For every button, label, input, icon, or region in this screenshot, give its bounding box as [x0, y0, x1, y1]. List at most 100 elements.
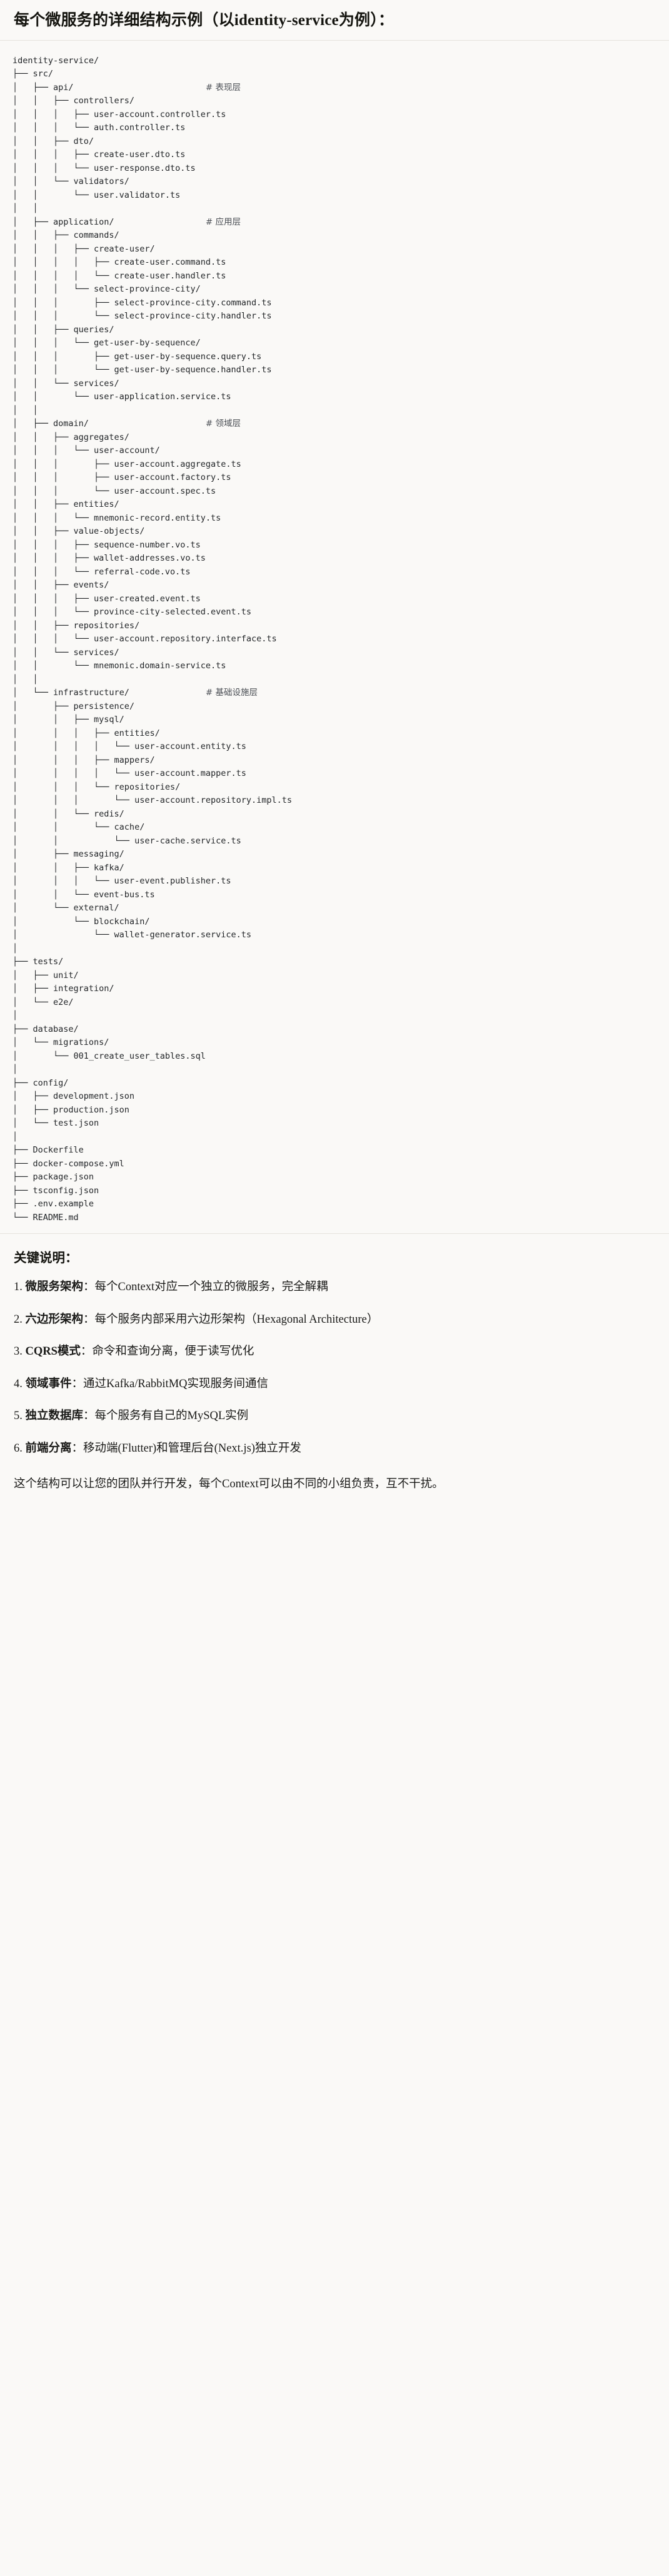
tree-line: │ ├── persistence/ [13, 701, 135, 711]
key-note-number: 5. [14, 1410, 23, 1423]
tree-line: │ │ ├── queries/ [13, 324, 114, 335]
key-note-description: 每个服务有自己的MySQL实例 [94, 1410, 249, 1423]
tree-line: │ │ ├── aggregates/ [13, 432, 129, 442]
key-note-description: 每个服务内部采用六边形架构（Hexagonal Architecture） [94, 1313, 379, 1326]
tree-line: │ │ └── validators/ [13, 176, 129, 187]
tree-line: │ │ │ └── province-city-selected.event.t… [13, 607, 252, 618]
tree-line: ├── Dockerfile [13, 1145, 84, 1156]
tree-line: │ ├── integration/ [13, 984, 114, 994]
tree-line: │ │ │ ├── select-province-city.command.t… [13, 297, 272, 308]
tree-line: │ │ └── user-application.service.ts [13, 392, 231, 402]
tree-line: │ [13, 1011, 18, 1021]
tree-line: │ │ ├── entities/ [13, 499, 119, 510]
tree-line: │ └── wallet-generator.service.ts [13, 930, 252, 940]
key-note-description: 每个Context对应一个独立的微服务，完全解耦 [94, 1281, 328, 1293]
tree-line: │ │ │ └── user-account.spec.ts [13, 486, 216, 496]
tree-line: │ │ [13, 203, 38, 214]
key-note-term: 微服务架构 [25, 1281, 84, 1293]
tree-line: │ │ │ └── user-account/ [13, 445, 160, 456]
tree-line: │ │ │ ├── create-user/ [13, 243, 155, 254]
tree-line: │ │ │ ├── get-user-by-sequence.query.ts [13, 351, 262, 362]
tree-line: │ [13, 1131, 18, 1142]
tree-line: │ │ └── mnemonic.domain-service.ts [13, 661, 226, 671]
tree-line: │ │ ├── commands/ [13, 230, 119, 241]
tree-line: │ │ │ ├── wallet-addresses.vo.ts [13, 553, 206, 564]
tree-line: │ │ │ ├── entities/ [13, 728, 160, 738]
tree-line: │ │ ├── repositories/ [13, 620, 140, 631]
tree-line: ├── tsconfig.json [13, 1185, 99, 1196]
tree-line: │ │ │ └── user-event.publisher.ts [13, 876, 231, 887]
document-page: 每个微服务的详细结构示例（以identity-service为例）： ident… [0, 12, 669, 1508]
tree-line: │ │ │ └── select-province-city.handler.t… [13, 311, 272, 322]
tree-line: │ │ [13, 674, 38, 685]
tree-line: │ └── e2e/ [13, 997, 74, 1007]
tree-line: ├── package.json [13, 1172, 94, 1183]
tree-line: │ └── test.json [13, 1118, 99, 1129]
key-note-term: 六边形架构 [25, 1313, 84, 1326]
tree-line: │ [13, 1064, 18, 1075]
code-block: identity-service/ ├── src/ │ ├── api/ # … [0, 40, 669, 1234]
key-note-separator: ： [83, 1281, 95, 1293]
tree-line: │ │ │ ├── user-account.controller.ts [13, 109, 226, 120]
key-note-item: 2. 六边形架构：每个服务内部采用六边形架构（Hexagonal Archite… [14, 1311, 655, 1330]
tree-line: │ │ │ └── mnemonic-record.entity.ts [13, 512, 221, 523]
tree-line: │ │ └── event-bus.ts [13, 889, 155, 900]
key-note-item: 4. 领域事件：通过Kafka/RabbitMQ实现服务间通信 [14, 1375, 655, 1394]
tree-line: │ │ │ └── select-province-city/ [13, 284, 201, 295]
tree-line: │ │ │ │ ├── create-user.command.ts [13, 257, 226, 268]
key-note-item: 5. 独立数据库：每个服务有自己的MySQL实例 [14, 1407, 655, 1426]
tree-line: │ │ ├── controllers/ [13, 96, 135, 106]
tree-line: │ └── external/ [13, 903, 119, 914]
tree-line: │ │ │ │ └── create-user.handler.ts [13, 270, 226, 281]
tree-line: │ │ │ ├── user-account.factory.ts [13, 472, 231, 483]
directory-tree[interactable]: identity-service/ ├── src/ │ ├── api/ # … [13, 54, 656, 1225]
key-note-separator: ： [80, 1345, 93, 1358]
tree-line: │ │ │ ├── user-account.aggregate.ts [13, 459, 241, 469]
tree-line: ├── database/ [13, 1024, 79, 1034]
tree-line: └── README.md [13, 1212, 79, 1223]
tree-line-comment: # 应用层 [205, 216, 241, 227]
tree-line: │ │ └── cache/ [13, 822, 145, 833]
tree-line: │ │ │ ├── user-created.event.ts [13, 593, 201, 604]
tree-line: ├── config/ [13, 1077, 69, 1088]
tree-line-comment: # 基础设施层 [205, 688, 258, 698]
tree-line: │ └── blockchain/ [13, 916, 150, 927]
tree-line: ├── docker-compose.yml [13, 1158, 124, 1169]
closing-paragraph: 这个结构可以让您的团队并行开发，每个Context可以由不同的小组负责，互不干扰… [14, 1477, 444, 1490]
key-note-number: 4. [14, 1377, 23, 1390]
tree-line: ├── tests/ [13, 957, 64, 967]
tree-line: │ │ └── user-cache.service.ts [13, 835, 241, 846]
key-note-separator: ： [83, 1313, 95, 1326]
tree-line: │ └── 001_create_user_tables.sql [13, 1051, 206, 1061]
heading-divider [0, 39, 669, 41]
tree-line: │ │ │ └── referral-code.vo.ts [13, 566, 191, 577]
key-note-separator: ： [83, 1410, 95, 1423]
tree-line: │ ├── production.json [13, 1104, 129, 1115]
tree-line: │ │ └── redis/ [13, 808, 124, 819]
tree-line: │ │ │ └── get-user-by-sequence/ [13, 338, 201, 349]
tree-line: │ ├── domain/ # 领域层 [13, 419, 241, 429]
tree-line: │ │ │ └── user-response.dto.ts [13, 163, 196, 173]
tree-line-comment: # 表现层 [205, 82, 241, 93]
tree-line: │ │ ├── mysql/ [13, 715, 124, 725]
tree-line: │ │ │ ├── create-user.dto.ts [13, 150, 186, 160]
tree-line: │ │ └── services/ [13, 647, 119, 658]
tree-line: │ │ │ │ └── user-account.mapper.ts [13, 768, 246, 779]
tree-line: │ │ ├── value-objects/ [13, 526, 145, 537]
tree-line: │ │ └── user.validator.ts [13, 190, 181, 200]
tree-line: │ ├── messaging/ [13, 849, 124, 860]
tree-line: │ ├── unit/ [13, 970, 79, 980]
tree-line: │ └── infrastructure/ # 基础设施层 [13, 688, 258, 698]
key-note-term: 前端分离 [25, 1442, 72, 1455]
tree-line: │ │ │ └── auth.controller.ts [13, 123, 186, 133]
key-note-number: 2. [14, 1313, 23, 1326]
key-note-separator: ： [71, 1442, 84, 1455]
code-divider [0, 1233, 669, 1235]
tree-line: │ │ [13, 405, 38, 415]
tree-line: │ │ └── services/ [13, 378, 119, 389]
tree-line: ├── src/ [13, 69, 54, 79]
tree-line: │ │ │ ├── mappers/ [13, 755, 155, 765]
tree-line: │ │ │ └── user-account.repository.impl.t… [13, 795, 293, 806]
